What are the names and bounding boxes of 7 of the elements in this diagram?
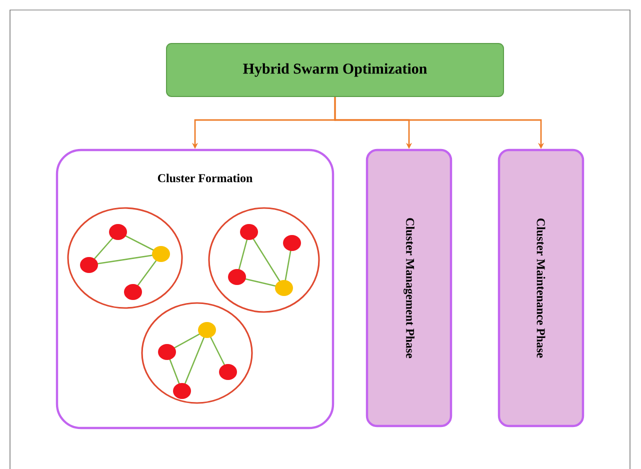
cluster-circle (141, 302, 253, 404)
title-box: Hybrid Swarm Optimization (166, 43, 504, 97)
cluster-circle (208, 207, 320, 313)
group-box: Cluster Formation (56, 148, 334, 430)
phase-box: Cluster Maintenance Phase (498, 148, 584, 428)
cluster-circle (67, 207, 183, 309)
phase-box: Cluster Management Phase (366, 148, 452, 428)
